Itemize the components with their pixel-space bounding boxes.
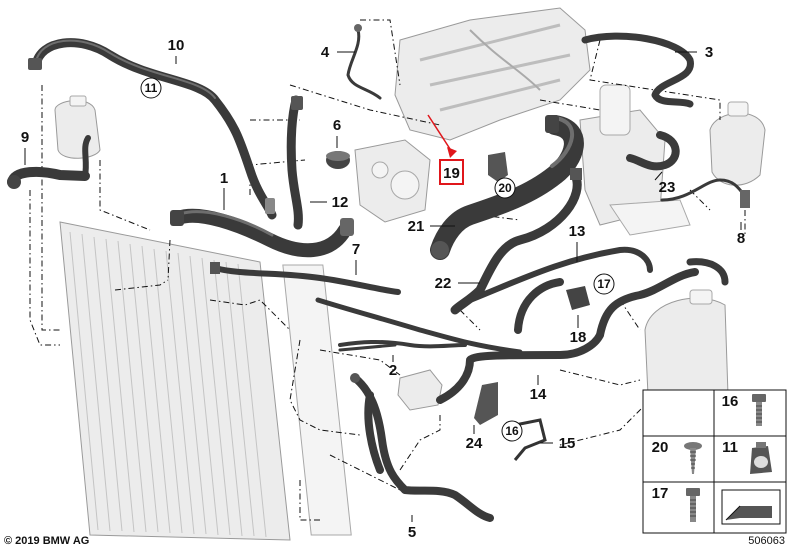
clamp-11-icon [750,442,772,474]
legend-label-16: 16 [722,393,739,410]
callout-ticks [24,51,742,522]
callout-18: 18 [570,329,587,346]
hose-3 [581,32,694,108]
callout-12: 12 [332,194,349,211]
callout-labels: 1 2 3 4 5 6 7 8 9 10 12 13 14 15 18 21 2… [21,37,745,541]
leader-lines [29,19,746,521]
hose-5 [350,373,494,522]
aux-pump-ghost [54,95,101,159]
highlight-19[interactable]: 19 [427,114,464,185]
circled-16: 16 [505,424,519,438]
bracket-24 [474,382,498,425]
pipe-2 [338,343,397,352]
expansion-tank-top-ghost [709,101,766,186]
sheet-marker-icon [721,489,781,525]
hose-13 [467,246,729,303]
legend-label-11: 11 [722,439,738,456]
callout-4: 4 [321,44,330,61]
callout-3: 3 [705,44,713,61]
parts-legend: 16 20 11 17 [642,389,787,534]
copyright-text: © 2019 BMW AG [4,535,89,547]
screw-20-icon [684,442,702,474]
bolt-17-icon [686,488,700,522]
water-pump-ghost [354,139,431,223]
intake-manifold-ghost [394,7,591,141]
legend-label-20: 20 [652,439,669,456]
hose-long-bottom [315,297,523,355]
hose-9 [7,135,91,189]
callout-2: 2 [389,362,397,379]
callout-10: 10 [168,37,185,54]
circled-20: 20 [498,181,512,195]
callout-21: 21 [408,218,425,235]
bracket-20 [488,152,508,182]
callout-1: 1 [220,170,228,187]
thermostat-housing-ghost [579,84,691,236]
callout-14: 14 [530,386,547,403]
highlight-label: 19 [443,165,460,182]
callout-6: 6 [333,117,341,134]
cap-6 [326,151,350,169]
callout-5: 5 [408,524,416,541]
callout-15: 15 [559,435,576,452]
small-pump-ghost [397,369,443,411]
hose-8 [740,190,750,208]
hose-1 [170,208,354,258]
clip-15 [513,418,547,461]
radiator-ghost [59,221,352,541]
hose-4 [346,24,382,100]
callout-8: 8 [737,230,745,247]
legend-label-17: 17 [652,485,669,502]
hose-7 [210,262,401,295]
hose-14 [436,268,699,404]
callout-22: 22 [435,275,452,292]
part-17 [566,286,590,310]
expansion-tank-lower-ghost [644,289,729,408]
callout-9: 9 [21,129,29,146]
hose-10 [28,38,277,220]
circled-17: 17 [597,277,611,291]
hose-12 [286,95,303,230]
circled-11: 11 [145,81,158,95]
callout-23: 23 [659,179,676,196]
callout-13: 13 [569,223,586,240]
circled-labels: 11 20 17 16 [140,77,615,442]
callout-7: 7 [352,241,360,258]
bolt-16-icon [752,394,766,426]
image-number: 506063 [748,535,785,547]
callout-24: 24 [466,435,483,452]
